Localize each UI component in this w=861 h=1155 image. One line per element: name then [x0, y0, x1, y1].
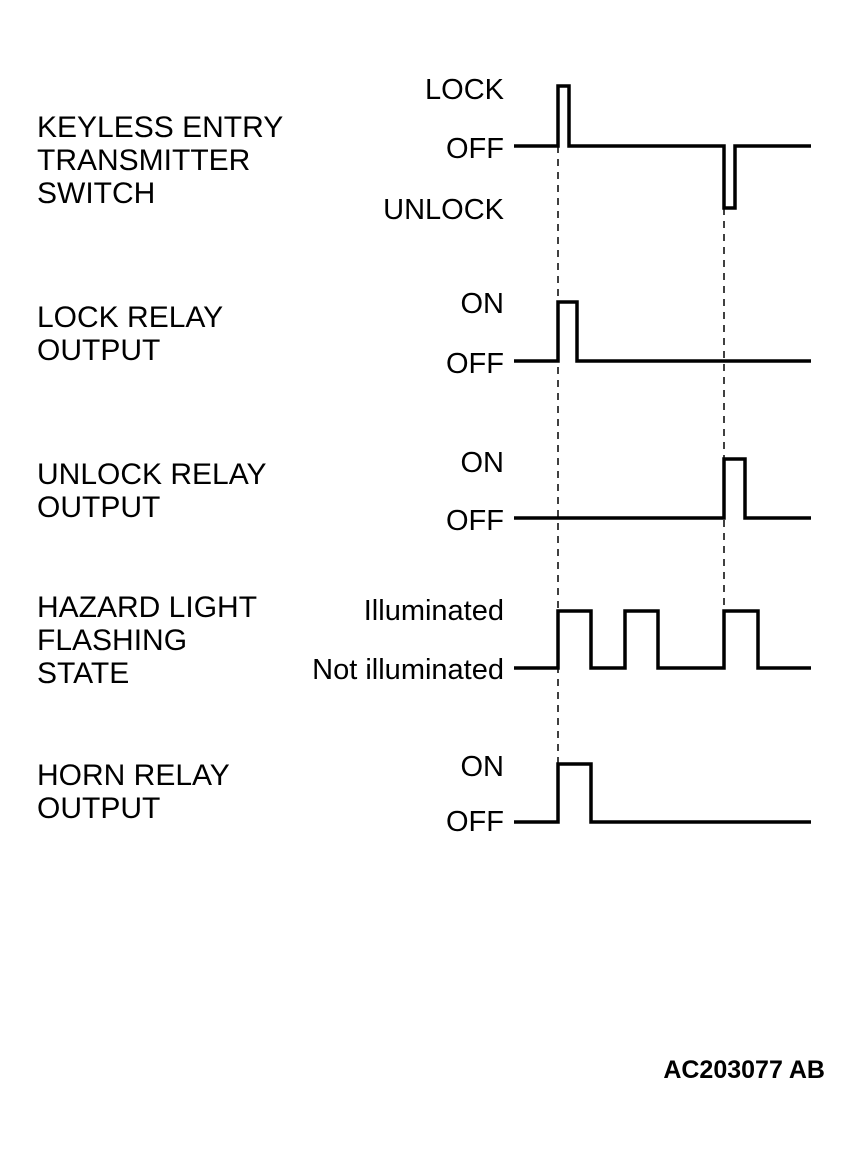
signal-label-line: LOCK RELAY	[37, 301, 223, 334]
waveform-transmitter-switch	[514, 84, 811, 210]
signal-label-line: SWITCH	[37, 177, 155, 210]
signal-label-line: OUTPUT	[37, 334, 160, 367]
state-label-lock: LOCK	[425, 74, 505, 106]
state-label-off: OFF	[446, 505, 504, 537]
signal-horn-relay: HORN RELAY OUTPUT ON OFF	[37, 751, 811, 838]
signal-label-line: STATE	[37, 657, 129, 690]
signal-label-line: OUTPUT	[37, 491, 160, 524]
state-label-unlock: UNLOCK	[383, 194, 505, 226]
signal-label-line: UNLOCK RELAY	[37, 458, 267, 491]
signal-transmitter-switch: KEYLESS ENTRY TRANSMITTER SWITCH LOCK OF…	[37, 74, 811, 226]
signal-label-line: OUTPUT	[37, 792, 160, 825]
state-label-off: OFF	[446, 806, 504, 838]
signal-label-line: HORN RELAY	[37, 759, 230, 792]
waveform-lock-relay	[514, 300, 811, 363]
signal-label-line: FLASHING	[37, 624, 187, 657]
signal-label-line: HAZARD LIGHT	[37, 591, 257, 624]
waveform-unlock-relay	[514, 457, 811, 520]
signal-hazard-light: HAZARD LIGHT FLASHING STATE Illuminated …	[37, 591, 811, 690]
waveform-horn-relay	[514, 762, 811, 824]
state-label-on: ON	[461, 288, 505, 320]
signal-label-line: TRANSMITTER	[37, 144, 250, 177]
signal-unlock-relay: UNLOCK RELAY OUTPUT ON OFF	[37, 447, 811, 537]
signal-lock-relay: LOCK RELAY OUTPUT ON OFF	[37, 288, 811, 380]
state-label-illuminated: Illuminated	[364, 595, 504, 627]
state-label-not-illuminated: Not illuminated	[312, 654, 504, 686]
state-label-off: OFF	[446, 133, 504, 165]
state-label-on: ON	[461, 447, 505, 479]
state-label-on: ON	[461, 751, 505, 783]
state-label-off: OFF	[446, 348, 504, 380]
figure-code: AC203077 AB	[663, 1056, 825, 1084]
waveform-hazard-light	[514, 609, 811, 670]
signal-label-line: KEYLESS ENTRY	[37, 111, 283, 144]
